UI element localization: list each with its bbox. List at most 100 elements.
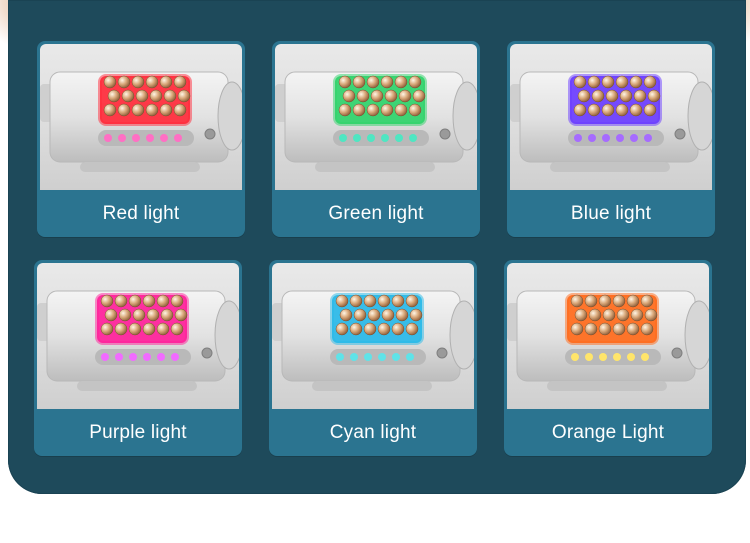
roller-ball [352,103,366,117]
led-dot [160,134,168,142]
roller-ball [173,75,187,89]
led-dot [118,134,126,142]
device-base [547,381,667,391]
led-dot [132,134,140,142]
led-dot [395,134,403,142]
roller-ball [412,89,426,103]
light-glow-halo [98,74,192,126]
light-mode-card-blue: Blue light [507,41,715,237]
roller-ball [391,294,405,308]
led-dot [364,353,372,361]
led-dot [336,353,344,361]
roller-ball [159,75,173,89]
roller-ball [100,322,114,336]
roller-ball [647,89,661,103]
light-mode-card-red: Red light [37,41,245,237]
roller-ball [615,103,629,117]
roller-ball [584,322,598,336]
device-lens-cap [214,300,239,370]
roller-ball [132,308,146,322]
roller-ball [409,308,423,322]
device-lens-cap [684,300,709,370]
roller-ball [612,322,626,336]
power-button-icon [671,347,683,359]
roller-ball [135,89,149,103]
roller-ball [342,89,356,103]
roller-ball [149,89,163,103]
power-button-icon [201,347,213,359]
device-lens-cap [452,81,477,151]
roller-ball [577,89,591,103]
led-dot [143,353,151,361]
roller-ball [377,294,391,308]
led-dot [367,134,375,142]
roller-ball [142,294,156,308]
light-mode-card-cyan: Cyan light [269,260,477,456]
roller-ball [339,308,353,322]
roller-ball [626,294,640,308]
roller-ball [117,103,131,117]
led-dot [350,353,358,361]
roller-ball [616,308,630,322]
roller-ball [128,322,142,336]
device-base [550,162,670,172]
roller-ball [352,75,366,89]
led-dot [574,134,582,142]
roller-ball [363,322,377,336]
roller-ball [380,103,394,117]
roller-ball [384,89,398,103]
roller-ball [114,294,128,308]
roller-ball [366,103,380,117]
roller-ball [370,89,384,103]
device-base [77,381,197,391]
roller-ball [405,322,419,336]
roller-ball [573,103,587,117]
led-dot [381,134,389,142]
roller-ball [394,75,408,89]
light-glow-halo [95,293,189,345]
light-mode-label: Red light [102,203,180,224]
roller-ball [598,294,612,308]
roller-ball [366,75,380,89]
roller-ball [574,308,588,322]
roller-ball [145,103,159,117]
roller-ball [156,322,170,336]
light-mode-card-green: Green light [272,41,480,237]
roller-ball [640,322,654,336]
roller-ball [114,322,128,336]
roller-ball [335,294,349,308]
roller-ball [118,308,132,322]
light-glow-halo [568,74,662,126]
device-photo [275,44,477,190]
device-lens-cap [687,81,712,151]
roller-ball [174,308,188,322]
led-dot [602,134,610,142]
roller-ball [131,103,145,117]
roller-ball [103,75,117,89]
roller-ball [601,103,615,117]
roller-ball [591,89,605,103]
led-dot [644,134,652,142]
device-base [315,162,435,172]
roller-ball [615,75,629,89]
roller-ball [104,308,118,322]
led-dot [115,353,123,361]
roller-ball [377,322,391,336]
roller-ball [398,89,412,103]
roller-ball [601,75,615,89]
device-photo [40,44,242,190]
led-dot [104,134,112,142]
led-dot [630,134,638,142]
power-button-icon [439,128,451,140]
roller-ball [338,75,352,89]
led-dot [585,353,593,361]
led-dot [641,353,649,361]
roller-ball [405,294,419,308]
led-dot [392,353,400,361]
light-mode-label: Cyan light [329,422,417,443]
light-mode-label: Blue light [570,203,652,224]
device-base [80,162,200,172]
roller-ball [142,322,156,336]
roller-ball [170,322,184,336]
roller-ball [570,322,584,336]
